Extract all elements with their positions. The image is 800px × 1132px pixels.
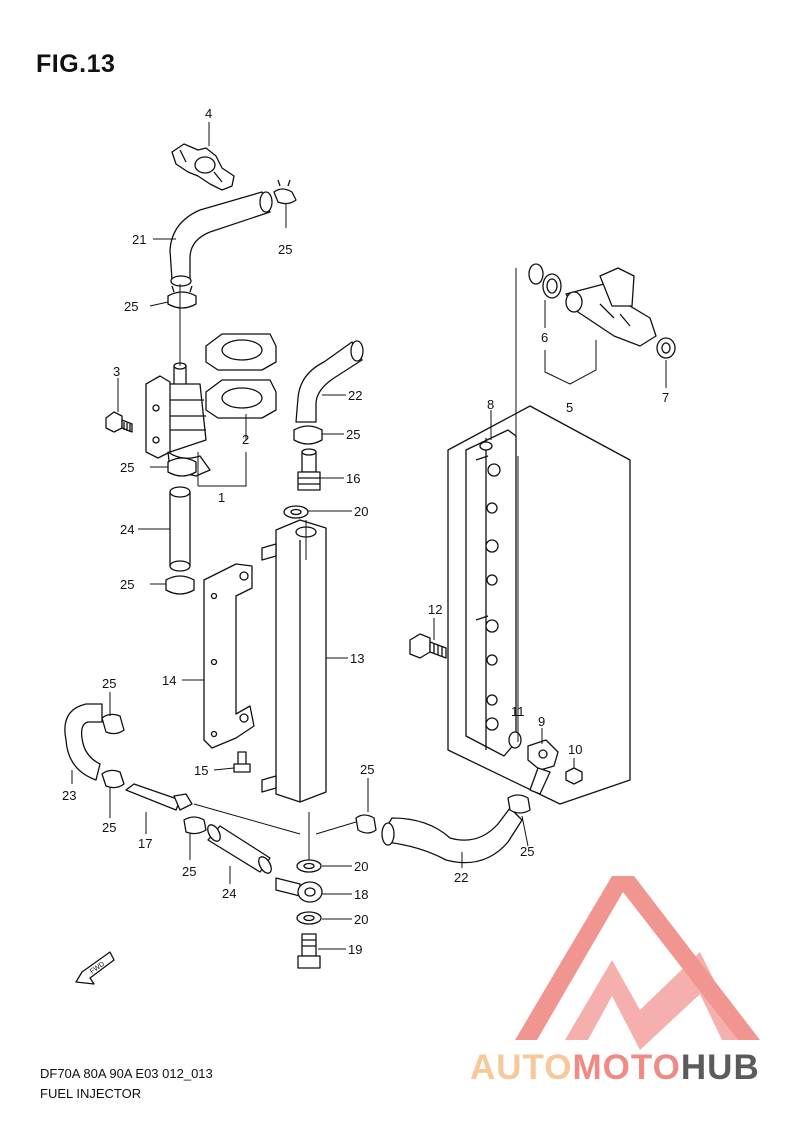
callout-25: 25 [278, 242, 292, 257]
part-4-clamp [171, 143, 235, 191]
callout-14: 14 [162, 673, 176, 688]
part-25-clip-j [507, 794, 531, 814]
callout-6: 6 [541, 330, 548, 345]
part-16-fitting [297, 448, 321, 491]
part-25-clip-h [183, 816, 207, 835]
callout-23: 23 [62, 788, 76, 803]
part-25-clip-d [165, 575, 195, 595]
callout-1: 1 [218, 490, 225, 505]
part-22-hose-upper [295, 340, 364, 423]
fwd-label: FWD [89, 961, 106, 976]
callout-8: 8 [487, 397, 494, 412]
callout-25: 25 [102, 820, 116, 835]
watermark-text-hub: HUB [680, 1048, 760, 1087]
part-19-bolt [297, 933, 321, 969]
fwd-arrow-icon: FWD [75, 951, 115, 985]
callout-9: 9 [538, 714, 545, 729]
part-25-clip-c [167, 457, 197, 477]
watermark-text-moto: MOTO [572, 1048, 681, 1087]
part-14-bracket-plate [203, 563, 255, 749]
part-20-washer-upper [283, 505, 309, 519]
callout-20: 20 [354, 504, 368, 519]
callout-18: 18 [354, 887, 368, 902]
part-2-bracket [205, 333, 277, 419]
callout-15: 15 [194, 763, 208, 778]
part-6-o-ring [528, 263, 562, 299]
part-9-fuel-joint [527, 739, 559, 795]
callout-20: 20 [354, 912, 368, 927]
part-13-fuel-rail [261, 519, 327, 803]
part-3-bolt [105, 411, 133, 433]
fig-title: FIG.13 [36, 50, 116, 78]
callout-17: 17 [138, 836, 152, 851]
callout-13: 13 [350, 651, 364, 666]
part-25-clip-b [167, 285, 197, 309]
callout-4: 4 [205, 106, 212, 121]
callout-3: 3 [113, 364, 120, 379]
part-15-bolt [233, 751, 251, 773]
callout-2: 2 [242, 432, 249, 447]
part-1-fuel-filter [145, 362, 211, 477]
part-20-washer-mid [296, 859, 322, 873]
callout-12: 12 [428, 602, 442, 617]
part-25-clip-f [101, 713, 125, 735]
callout-22: 22 [454, 870, 468, 885]
callout-25: 25 [120, 460, 134, 475]
watermark-logo [515, 876, 760, 1050]
part-11-o-ring [508, 731, 522, 749]
part-18-union [275, 877, 323, 903]
part-25-clip-e [293, 425, 323, 445]
part-20-washer-lower [296, 911, 322, 925]
callout-11: 11 [511, 704, 525, 719]
callout-25: 25 [102, 676, 116, 691]
part-7-o-ring [656, 337, 676, 359]
part-25-clip-g [101, 769, 125, 789]
part-25-clip-a [273, 179, 297, 205]
callout-25: 25 [120, 577, 134, 592]
part-17-pipe [125, 783, 193, 811]
callout-24: 24 [222, 886, 236, 901]
leader-lines [71, 122, 667, 950]
callout-25: 25 [124, 299, 138, 314]
part-24-hose-lower [207, 824, 272, 874]
callout-25: 25 [346, 427, 360, 442]
part-10-bolt [565, 767, 583, 785]
part-5-fuel-injector [565, 267, 657, 347]
callout-25: 25 [360, 762, 374, 777]
connection-lines [179, 268, 519, 860]
watermark-text-auto: AUTO [470, 1048, 573, 1087]
callout-labels: 4 21 25 25 3 25 2 1 24 25 22 25 16 20 13… [62, 106, 669, 957]
callout-7: 7 [662, 390, 669, 405]
watermark-text: AUTOMOTOHUB [470, 1048, 760, 1088]
part-22-hose-lower [381, 807, 523, 864]
part-23-hose [64, 703, 103, 781]
part-25-clip-i [355, 814, 377, 834]
callout-16: 16 [346, 471, 360, 486]
callout-21: 21 [132, 232, 146, 247]
callout-5: 5 [566, 400, 573, 415]
callout-25: 25 [182, 864, 196, 879]
part-24-hose-upper [169, 486, 191, 572]
footer-section-name: FUEL INJECTOR [40, 1086, 142, 1101]
callout-10: 10 [568, 742, 582, 757]
callout-24: 24 [120, 522, 134, 537]
callout-19: 19 [348, 942, 362, 957]
callout-25: 25 [520, 844, 534, 859]
callout-20: 20 [354, 859, 368, 874]
callout-22: 22 [348, 388, 362, 403]
part-21-hose [169, 191, 273, 287]
part-12-bolt [409, 633, 447, 659]
footer-model-code: DF70A 80A 90A E03 012_013 [40, 1066, 213, 1081]
